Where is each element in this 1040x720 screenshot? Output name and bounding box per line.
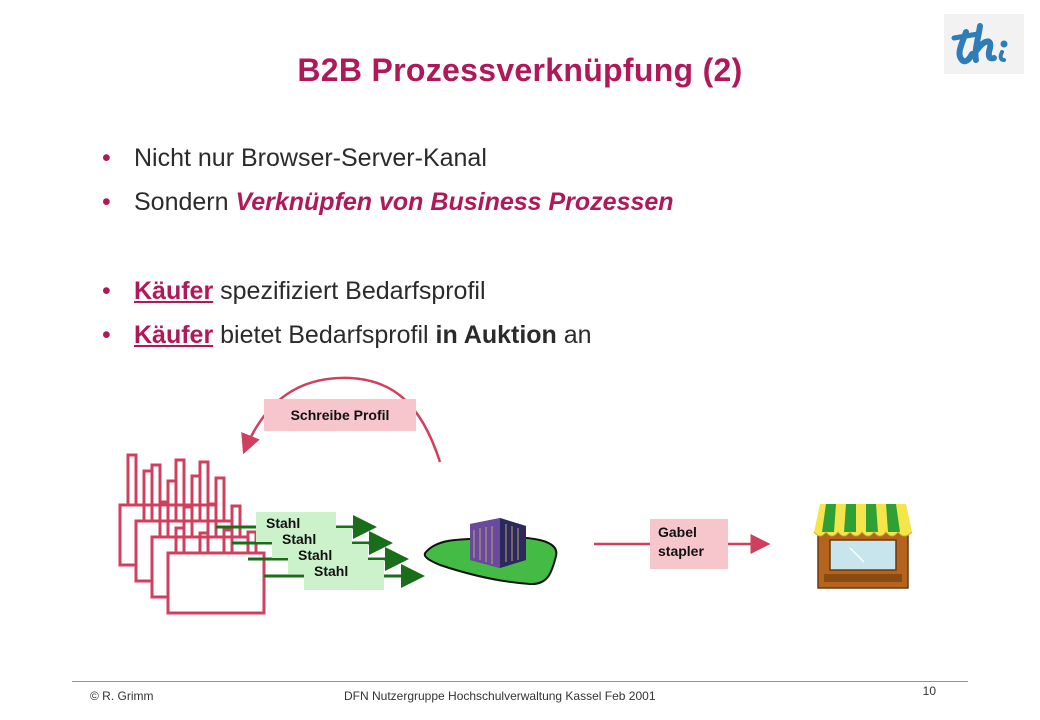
bullet-item: Käufer spezifiziert Bedarfsprofil [96, 269, 674, 313]
footer-copyright: © R. Grimm [90, 689, 154, 703]
bullet-text: Nicht nur Browser-Server-Kanal [134, 144, 487, 172]
office-building-icon [423, 518, 558, 586]
stahl-label: Stahl [304, 560, 384, 590]
shop-icon [813, 504, 913, 589]
schreibe-profil-label: Schreibe Profil [264, 399, 416, 431]
bullet-actor-link[interactable]: Käufer [134, 277, 214, 305]
bullet-item: Sondern Verknüpfen von Business Prozesse… [96, 180, 674, 224]
footer-event: DFN Nutzergruppe Hochschulverwaltung Kas… [344, 689, 656, 703]
gabelstapler-label: Gabel stapler [650, 519, 728, 569]
bullet-actor-link[interactable]: Käufer [134, 321, 214, 349]
bullet-text: Sondern [134, 188, 236, 216]
bullet-bold: in Auktion [435, 321, 557, 349]
factory-icon [118, 453, 266, 615]
page-number: 10 [922, 684, 936, 698]
bullet-text: spezifiziert Bedarfsprofil [213, 277, 486, 305]
footer-divider [72, 681, 968, 682]
bullet-text: bietet Bedarfsprofil [213, 321, 436, 349]
slide-title: B2B Prozessverknüpfung (2) [297, 52, 743, 88]
bullet-item: Nicht nur Browser-Server-Kanal [96, 136, 674, 180]
bullet-text: an [556, 321, 592, 349]
bullet-item: Käufer bietet Bedarfsprofil in Auktion a… [96, 313, 674, 357]
bullet-list: Nicht nur Browser-Server-Kanal Sondern V… [96, 136, 674, 357]
bullet-emphasis: Verknüpfen von Business Prozessen [235, 188, 674, 216]
university-logo-icon [944, 14, 1024, 74]
